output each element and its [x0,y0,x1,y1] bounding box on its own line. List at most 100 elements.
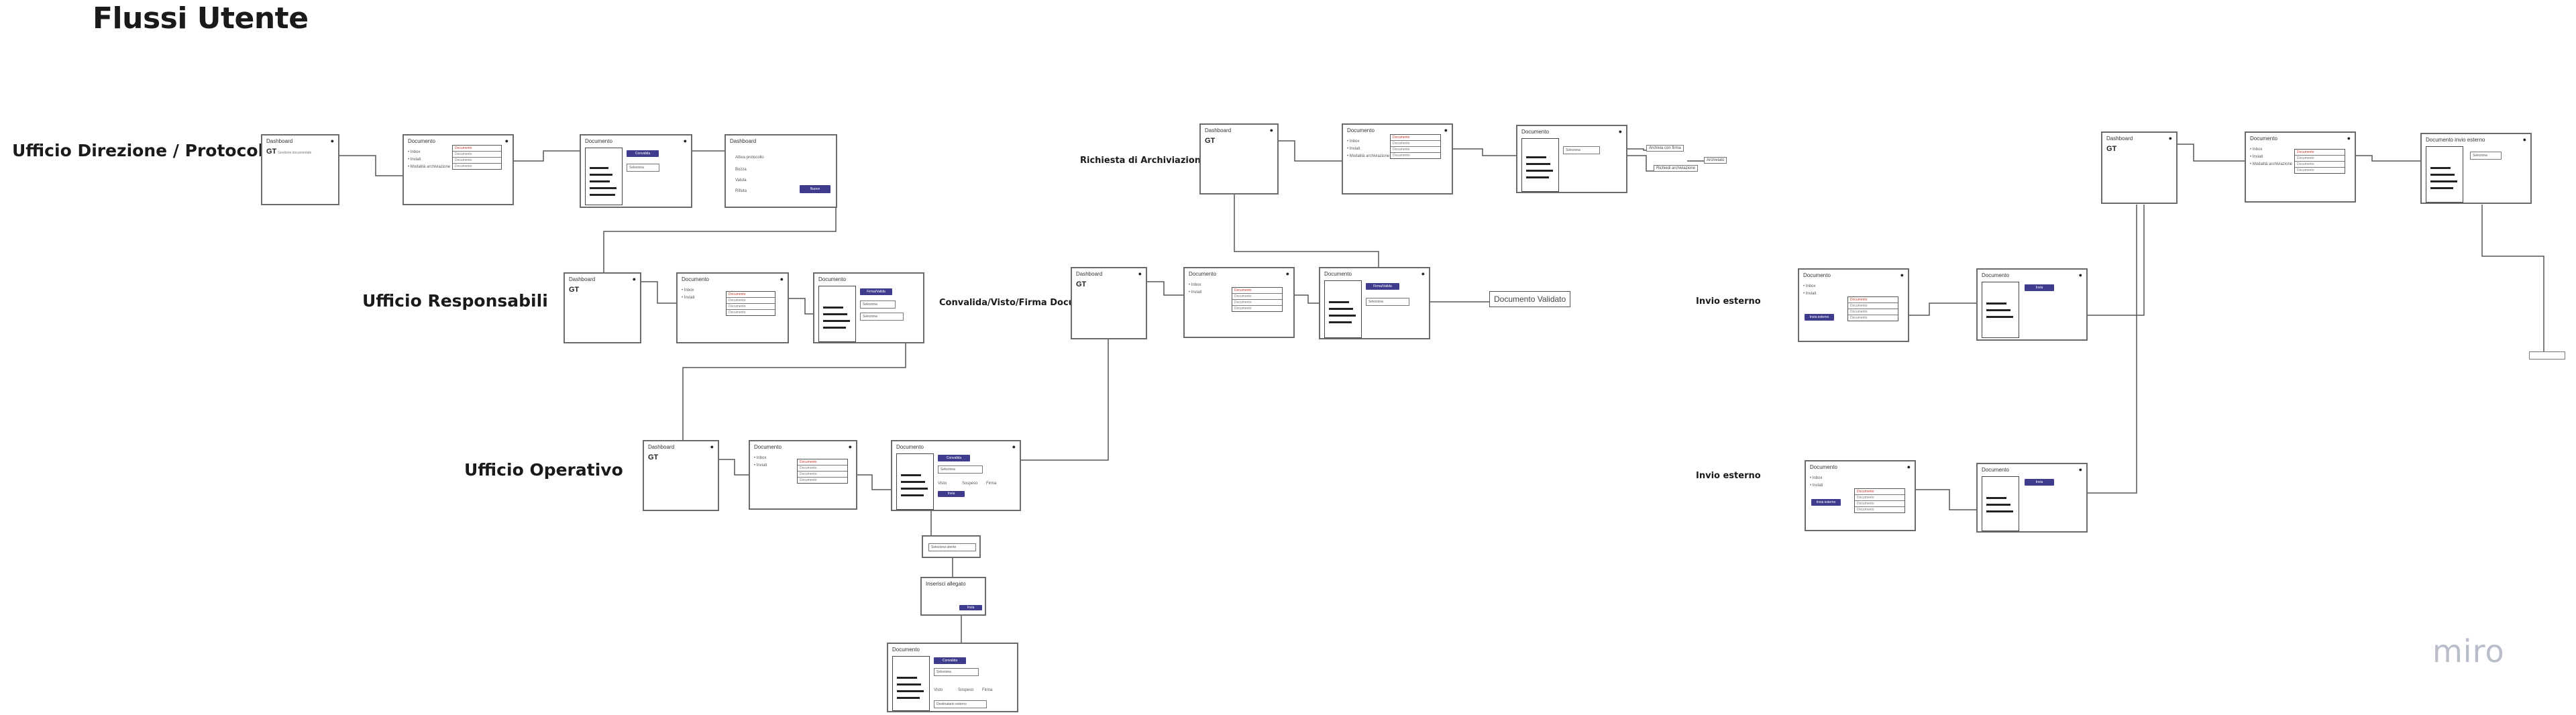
screen-documento-detail[interactable]: Documento ● Invia [1976,463,2088,533]
screen-documento-list[interactable]: Documento ● • Inbox • Inviati Invia este… [1798,268,1909,342]
status-select[interactable]: Seleziona [2470,152,2502,160]
sidebar-item[interactable]: • Inviati [1189,290,1202,294]
table-row[interactable]: Documento [1234,307,1252,311]
table-row[interactable]: Documento [1391,141,1440,147]
invia-button[interactable]: Invia [938,491,965,497]
popup-select-user[interactable]: Seleziona utente [922,535,981,558]
tab-option[interactable]: Sospeso [958,688,974,692]
sidebar-item[interactable]: • Inviati [1347,147,1360,151]
radio-option[interactable]: Rifiuta [735,189,747,193]
table-row[interactable]: Documento [727,304,775,310]
table-row[interactable]: Documento [2295,156,2345,162]
sidebar-item[interactable]: • Inbox [1803,284,1816,288]
status-select[interactable]: Seleziona [938,465,983,474]
nuovo-button[interactable]: Nuovo [800,185,830,193]
table-row[interactable]: Documento [1393,154,1410,158]
table-row[interactable]: Documento [1848,303,1898,309]
screen-documento-list[interactable]: Documento ● • Inbox • Inviati Documento … [676,272,789,343]
table-row[interactable]: Documento [1855,489,1904,495]
sidebar-item[interactable]: • Modalità archiviazione [2250,162,2293,166]
sidebar-item[interactable]: • Modalità archiviazione [408,165,451,169]
status-select[interactable]: Seleziona [1563,146,1600,154]
sidebar-item[interactable]: • Inbox [754,456,767,460]
table-row[interactable]: Documento [800,478,817,482]
table-row[interactable]: Documento [2297,168,2314,172]
tab-option[interactable]: Visto [938,482,947,486]
table-row[interactable]: Documento [1855,495,1904,501]
table-row[interactable]: Documento [798,472,847,478]
screen-documento-list[interactable]: Documento ● • Inbox • Inviati • Modalità… [402,134,514,205]
recipient-field[interactable]: Destinatario esterno [934,700,987,708]
tab-option[interactable]: Sospeso [962,482,978,486]
screen-documento-list[interactable]: Documento ● • Inbox • Inviati Documento … [1183,267,1295,338]
screen-documento-detail[interactable]: Documento Firma/Valida Seleziona Selezio… [813,272,924,343]
table-row[interactable]: Documento [1391,147,1440,153]
table-row[interactable]: Documento [1848,309,1898,315]
invia-esterno-button[interactable]: Invia esterno [1805,314,1834,321]
convalida-button[interactable]: Convalida [627,150,659,157]
table-row[interactable]: Documento [453,152,501,158]
screen-dashboard[interactable]: Dashboard ● GT [643,440,719,511]
table-row[interactable]: Documento [1855,501,1904,507]
screen-documento-detail[interactable]: Documento Convalida Seleziona Visto Sosp… [887,643,1018,712]
sidebar-item[interactable]: • Modalità archiviazione [1347,154,1390,158]
screen-dashboard[interactable]: Dashboard ● GT [1071,267,1147,339]
screen-documento-list[interactable]: Documento ● • Inbox • Inviati • Modalità… [1342,123,1453,195]
screen-documento-list[interactable]: Documento ● • Inbox • Inviati • Modalità… [2245,131,2356,203]
sidebar-item[interactable]: • Inviati [408,158,421,162]
table-row[interactable]: Documento [1848,297,1898,303]
invia-button[interactable]: Invia [2025,479,2054,486]
screen-documento-invio-esterno[interactable]: Documento invio esterno ● Seleziona [2420,133,2532,204]
firma-button[interactable]: Firma/Valida [1366,283,1399,290]
sidebar-item[interactable]: • Inbox [2250,148,2263,152]
table-row[interactable]: Documento [727,292,775,298]
user-select[interactable]: Seleziona utente [928,543,976,551]
radio-option[interactable]: Valuta [735,178,747,182]
screen-dashboard[interactable]: Dashboard ● GT [564,272,641,343]
sidebar-item[interactable]: • Inviati [754,463,767,468]
screen-dashboard[interactable]: Dashboard ● GT [2101,131,2178,204]
sidebar-item[interactable]: • Inbox [1189,283,1201,287]
table-row[interactable]: Documento [1232,294,1282,300]
tab-option[interactable]: Firma [982,688,993,692]
convalida-button[interactable]: Convalida [938,455,970,461]
table-row[interactable]: Documento [798,459,847,465]
sidebar-item[interactable]: • Inbox [682,288,694,292]
status-select[interactable]: Seleziona [934,668,979,676]
invia-button[interactable]: Invia [2025,284,2054,291]
radio-option[interactable]: Bozza [735,168,747,172]
screen-documento-detail[interactable]: Documento ● Firma/Valida Seleziona [1319,267,1430,339]
status-select[interactable]: Seleziona [1366,298,1409,306]
sidebar-item[interactable]: • Inviati [682,296,695,300]
sidebar-item[interactable]: • Inviati [1810,484,1823,488]
status-select[interactable]: Seleziona [860,300,896,309]
tab-option[interactable]: Visto [934,688,943,692]
sidebar-item[interactable]: • Inbox [408,150,421,154]
table-row[interactable]: Documento [729,311,746,315]
table-row[interactable]: Documento [2295,150,2345,156]
radio-option[interactable]: Attiva protocollo [735,156,764,160]
sidebar-item[interactable]: • Inviati [2250,155,2263,159]
table-row[interactable]: Documento [727,298,775,304]
screen-dashboard-protocol[interactable]: Dashboard Attiva protocollo Bozza Valuta… [724,134,837,208]
sidebar-item[interactable]: • Inbox [1810,476,1823,480]
screen-documento-list[interactable]: Documento ● • Inbox • Inviati Invia este… [1805,460,1916,531]
table-row[interactable]: Documento [453,146,501,152]
table-row[interactable]: Documento [453,158,501,164]
status-select[interactable]: Seleziona [860,313,904,321]
screen-documento-detail[interactable]: Documento ● Seleziona [1516,125,1627,193]
screen-documento-detail[interactable]: Documento ● Convalida Seleziona Visto So… [891,440,1021,511]
screen-documento-list[interactable]: Documento ● • Inbox • Inviati Documento … [749,440,857,510]
table-row[interactable]: Documento [1850,316,1868,320]
status-select[interactable]: Seleziona [627,164,659,172]
invia-esterno-button[interactable]: Invia esterno [1811,499,1841,506]
table-row[interactable]: Documento [1391,135,1440,141]
screen-documento-detail[interactable]: Documento ● Convalida Seleziona [580,134,692,208]
popup-attachment[interactable]: Inserisci allegato Invia [920,577,986,616]
invia-button[interactable]: Invia [959,605,982,610]
table-row[interactable]: Documento [1232,288,1282,294]
screen-dashboard[interactable]: Dashboard ● GT [1199,123,1279,195]
table-row[interactable]: Documento [1857,508,1874,512]
convalida-button[interactable]: Convalida [934,657,966,664]
